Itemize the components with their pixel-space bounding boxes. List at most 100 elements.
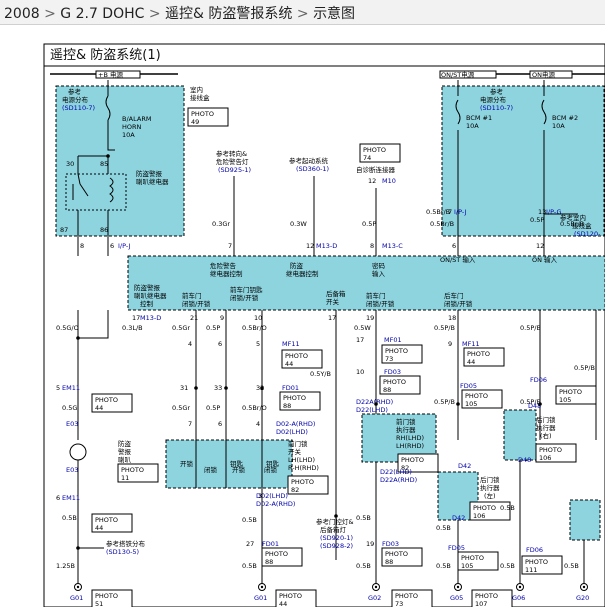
signal-wire <box>78 330 109 339</box>
fuse-element <box>105 95 111 121</box>
pin-label: 4 <box>188 340 192 348</box>
photo-number: 107 <box>475 600 487 607</box>
photo-number: 44 <box>285 360 293 368</box>
pin-label: 17 <box>356 336 364 344</box>
photo-label: PHOTO <box>283 394 306 402</box>
relay-switch <box>79 183 89 197</box>
page-title: 遥控& 防盗系统(1) <box>50 48 161 63</box>
relay-label: 喇叭继电器 <box>136 177 169 186</box>
connector-code: D42 <box>452 514 465 522</box>
fuse-element <box>541 99 547 125</box>
wire-color: 0.5B <box>242 562 257 570</box>
photo-number: 105 <box>461 562 473 570</box>
bcm-terminal-label: 继电器控制 <box>286 269 319 278</box>
pin-label: 8 <box>370 242 374 250</box>
photo-box <box>117 463 159 483</box>
photo-number: 88 <box>383 386 391 394</box>
wire-color: 0.5B <box>564 562 579 570</box>
photo-label: PHOTO <box>465 392 488 400</box>
photo-label: PHOTO <box>265 550 288 558</box>
breadcrumb-item-system[interactable]: 遥控& 防盗警报系统 <box>165 6 293 22</box>
pin-label: 7 <box>448 208 452 216</box>
device-label: 后门锁 <box>480 475 500 484</box>
photo-box <box>379 375 421 395</box>
breadcrumb-item-year[interactable]: 2008 <box>4 6 40 22</box>
b-plus-label: +B 电源 <box>98 70 123 79</box>
wire-junction <box>76 336 80 340</box>
wire-junction <box>260 386 264 390</box>
photo-label: PHOTO <box>559 388 582 396</box>
device-label: 执行器 <box>396 425 416 434</box>
wire-color: 0.5Br/O <box>242 324 267 332</box>
photo-box <box>381 344 423 364</box>
pin-label: 12 <box>306 242 314 250</box>
bcm-terminal-label: 前车门钥匙 <box>230 285 263 294</box>
wire-junction <box>194 386 198 390</box>
pin-label: 9 <box>448 340 452 348</box>
bcm-terminal-label: 后备箱 <box>326 289 346 298</box>
connector-code: I/P-J <box>454 208 467 216</box>
device-label: 开关 <box>288 447 302 456</box>
breadcrumb-item-engine[interactable]: G 2.7 DOHC <box>60 6 145 22</box>
photo-box <box>461 389 503 409</box>
pin-label: 13 <box>538 208 546 216</box>
photo-number: 105 <box>559 396 571 404</box>
wire-color: 0.3Gr <box>212 220 230 228</box>
wire-color: 0.5P/B <box>574 364 595 372</box>
ref-label: 参考室内 <box>560 213 586 222</box>
ref-label: 参考门控灯& <box>316 517 354 526</box>
fuse-ref-label: 参考 <box>490 87 504 96</box>
photo-number: 49 <box>191 118 199 126</box>
device-label: R-H(RHD) <box>288 464 319 472</box>
breadcrumb-item-page: 示意图 <box>313 6 356 22</box>
device-label: 执行器 <box>480 483 500 492</box>
fuse-ref-label: 电源分布 <box>62 95 89 104</box>
connector-code: M13-D <box>140 314 161 322</box>
bcm-terminal-label: 闭锁/开锁 <box>182 299 211 308</box>
relay-outline <box>65 173 127 211</box>
photo-box <box>469 501 511 521</box>
photo-number: 44 <box>95 404 103 412</box>
connector-code: MF11 <box>462 340 480 348</box>
relay-coil <box>109 177 114 203</box>
photo-number: 106 <box>473 512 485 520</box>
wire-color: 0.5P <box>206 404 220 412</box>
ref-label: (SD925-1) <box>218 166 251 174</box>
fuse-ref-label: 参考 <box>68 87 82 96</box>
bcm-terminal-label: 密码 <box>372 261 386 270</box>
connector-code: FD01 <box>262 540 279 548</box>
ground-symbol-center <box>374 585 378 589</box>
wire-color: 0.5Br/B <box>430 220 454 228</box>
pin-label: 12 <box>368 177 376 185</box>
photo-number: 82 <box>291 486 299 494</box>
bcm-terminal-label: 输入 <box>372 269 386 278</box>
connector-code: M13-D <box>316 242 337 250</box>
ref-label: (SD920-1) <box>320 534 353 542</box>
pin-label: 12 <box>536 242 544 250</box>
photo-number: 11 <box>121 474 129 482</box>
photo-number: 88 <box>385 558 393 566</box>
photo-label: PHOTO <box>385 347 408 355</box>
connector-code: EM11 <box>62 494 80 502</box>
photo-label: PHOTO <box>383 378 406 386</box>
bcm-terminal-label: 闭锁/开锁 <box>444 299 473 308</box>
device-label: 执行器 <box>536 423 556 432</box>
device-label: 喇叭 <box>118 455 132 464</box>
switch-label: 钥匙 <box>230 459 244 468</box>
relay-pin: 86 <box>100 226 108 234</box>
fuse-ref-label: (SD110-7) <box>62 104 95 112</box>
wire-color: 1.25B <box>56 562 75 570</box>
connector-code: MF01 <box>384 336 402 344</box>
photo-number: 73 <box>385 355 393 363</box>
connector-code: D22(LHD) <box>356 406 388 414</box>
bcm-terminal-label: 继电器控制 <box>210 269 243 278</box>
photo-number: 44 <box>279 600 287 607</box>
ref-label: (SD360-1) <box>296 165 329 173</box>
ground-symbol-center <box>76 585 80 589</box>
wire-junction <box>106 154 110 158</box>
wire-color: 0.3L/B <box>122 324 143 332</box>
photo-label: PHOTO <box>401 456 424 464</box>
wire-color: 0.5Br/B <box>560 220 584 228</box>
device-label: (左) <box>484 491 496 500</box>
